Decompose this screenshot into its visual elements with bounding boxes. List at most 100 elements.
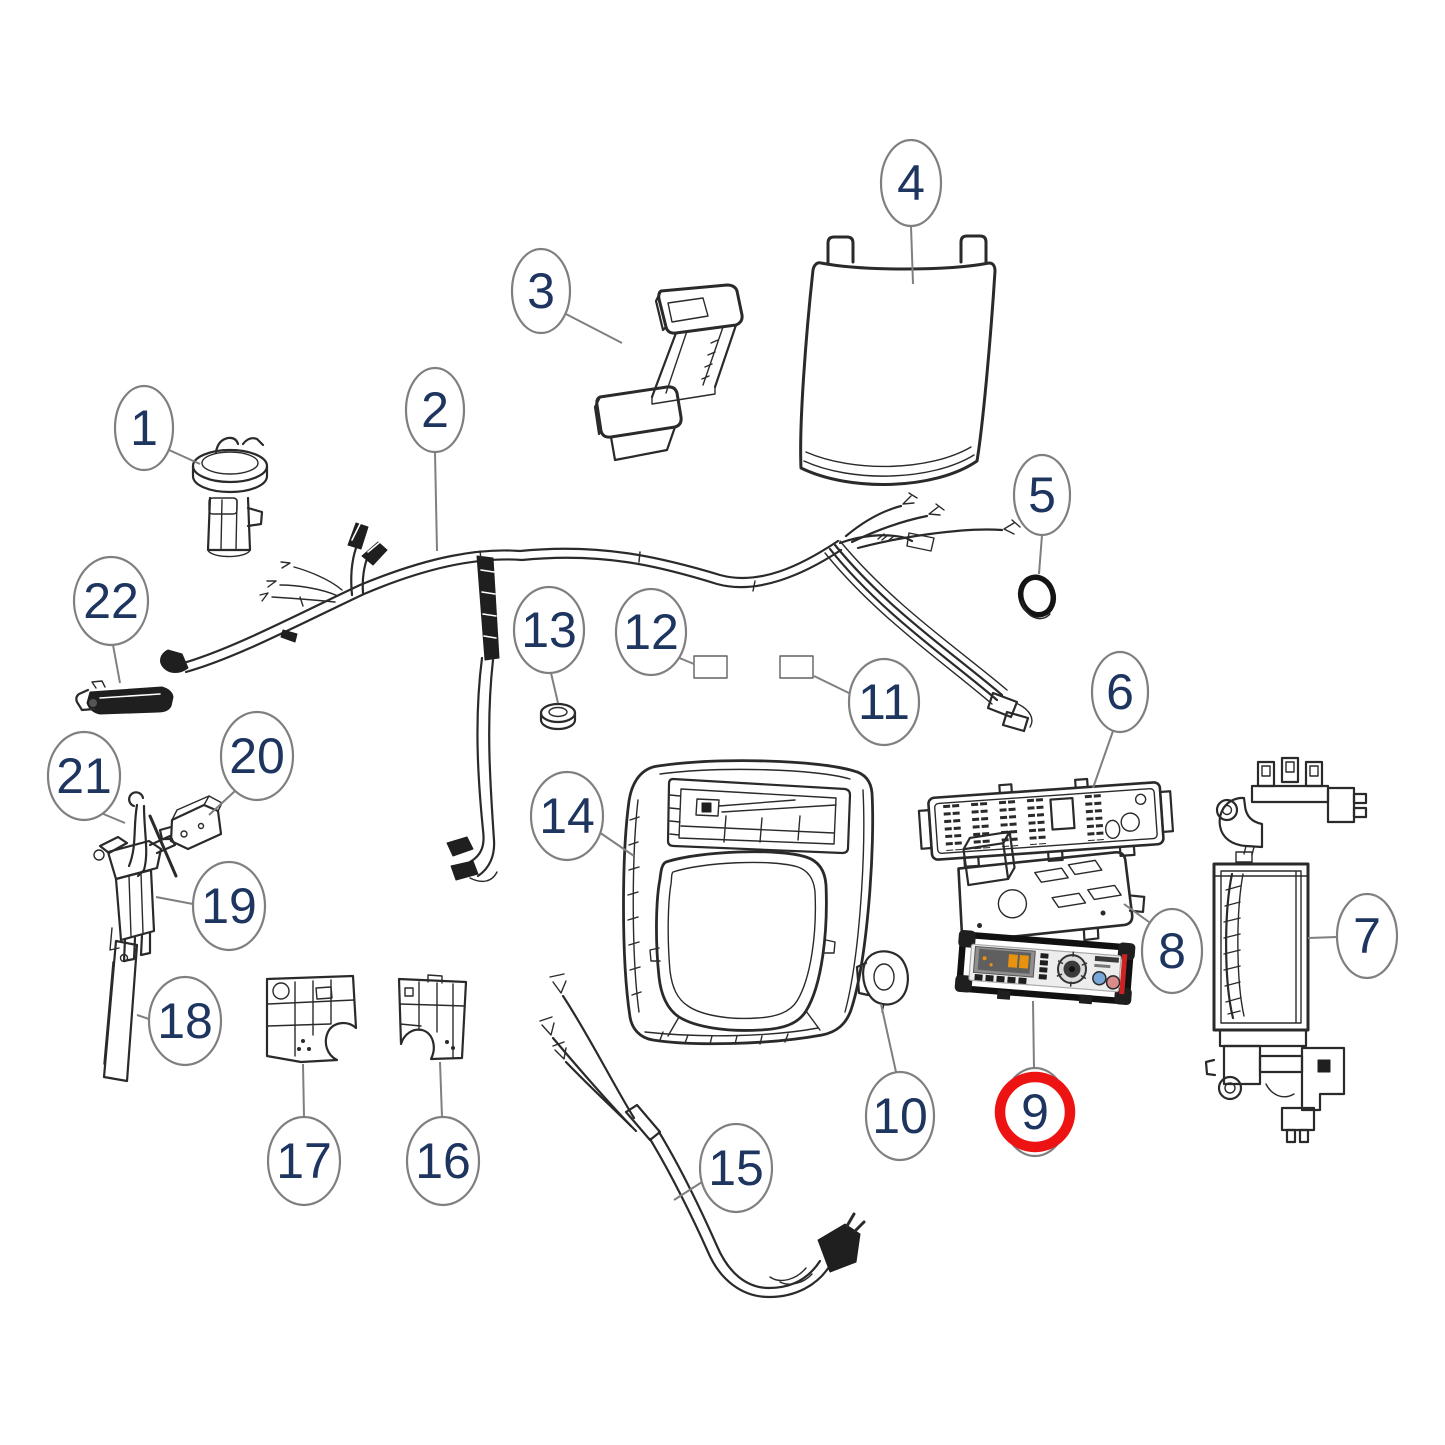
panel-led-digit	[1007, 954, 1018, 968]
leader-line-22	[112, 644, 121, 684]
callout-1-number: 1	[130, 400, 158, 456]
callout-20-bubble	[219, 710, 295, 802]
leader-lines	[100, 225, 1338, 1201]
callout-6-number: 6	[1106, 664, 1134, 720]
part-14-illustration	[622, 759, 875, 1046]
panel-button-red	[1105, 975, 1121, 990]
callout-13-bubble	[512, 585, 586, 675]
callout-20: 20	[219, 710, 295, 802]
callout-3: 3	[510, 247, 572, 335]
callout-2: 2	[404, 366, 466, 454]
leader-line-9	[1032, 1000, 1035, 1070]
callout-7: 7	[1335, 892, 1399, 980]
leader-line-17	[302, 1063, 305, 1118]
leader-line-21	[100, 812, 126, 824]
leader-line-2	[434, 451, 438, 552]
callout-8: 8	[1140, 907, 1204, 995]
callout-5: 5	[1012, 453, 1072, 537]
callout-8-bubble	[1140, 907, 1204, 995]
callout-7-bubble	[1335, 892, 1399, 980]
part-15-illustration	[539, 973, 866, 1299]
callout-11-number: 11	[858, 674, 910, 730]
callout-11-bubble	[847, 657, 921, 747]
part-3-illustration	[593, 283, 744, 462]
callout-21: 21	[46, 730, 122, 822]
callout-18-bubble	[147, 975, 223, 1067]
callout-15-number: 15	[708, 1140, 764, 1196]
leader-line-1	[168, 449, 201, 465]
leader-line-5	[1038, 534, 1043, 575]
part-20-illustration	[158, 795, 223, 851]
callout-14: 14	[529, 770, 605, 862]
callout-3-bubble	[510, 247, 572, 335]
callout-8-number: 8	[1158, 923, 1186, 979]
callout-4: 4	[879, 138, 943, 228]
callout-19: 19	[191, 860, 267, 952]
callout-18-number: 18	[157, 993, 213, 1049]
callout-18: 18	[147, 975, 223, 1067]
callout-1-bubble	[113, 384, 175, 472]
part-16-illustration	[397, 974, 468, 1061]
part-2-illustration	[160, 492, 1033, 883]
callout-4-bubble	[879, 138, 943, 228]
callout-3-number: 3	[527, 263, 555, 319]
callout-16-number: 16	[415, 1133, 471, 1189]
callout-5-bubble	[1012, 453, 1072, 537]
part-21-illustration	[127, 791, 178, 878]
panel-button-blue	[1092, 971, 1107, 986]
panel-led-digit	[1018, 954, 1029, 969]
callout-10-bubble	[864, 1070, 936, 1162]
part-17-illustration	[265, 974, 358, 1064]
leader-line-7	[1307, 936, 1338, 939]
part-22-illustration	[75, 680, 174, 715]
callout-14-number: 14	[539, 788, 595, 844]
leader-line-14	[598, 831, 635, 857]
callout-9-number: 9	[1021, 1084, 1049, 1140]
callout-20-number: 20	[229, 728, 285, 784]
part-9-illustration	[954, 929, 1136, 1006]
callout-21-number: 21	[56, 748, 112, 804]
leader-line-6	[1092, 730, 1114, 789]
part-6-illustration	[917, 777, 1175, 868]
callout-16-bubble	[405, 1115, 481, 1207]
callout-15-bubble	[698, 1122, 774, 1214]
part-7-illustration	[1204, 756, 1368, 1144]
callout-2-number: 2	[421, 382, 449, 438]
part-11-rectangle	[779, 655, 814, 679]
leader-line-15	[673, 1181, 703, 1201]
highlight-ring	[994, 1071, 1076, 1153]
leader-line-19	[155, 896, 194, 905]
callout-17-bubble	[266, 1115, 342, 1207]
callout-12: 12	[614, 587, 688, 677]
leader-line-11	[813, 675, 852, 695]
callout-6-bubble	[1090, 650, 1150, 734]
callout-9-highlighted: 9	[994, 1066, 1076, 1158]
callout-4-number: 4	[897, 155, 925, 211]
callout-17: 17	[266, 1115, 342, 1207]
callout-12-bubble	[614, 587, 688, 677]
part-4-illustration	[799, 234, 997, 486]
callout-21-bubble	[46, 730, 122, 822]
leader-line-16	[439, 1061, 443, 1118]
part-8-illustration	[957, 830, 1146, 952]
leader-line-13	[550, 672, 559, 704]
callout-16: 16	[405, 1115, 481, 1207]
part-13-illustration	[539, 702, 577, 731]
callout-19-bubble	[191, 860, 267, 952]
callout-10-number: 10	[872, 1088, 928, 1144]
part-1-illustration	[191, 436, 269, 558]
leader-line-8	[1123, 903, 1150, 923]
leader-line-4	[910, 225, 914, 285]
callout-12-number: 12	[623, 604, 679, 660]
callout-11: 11	[847, 657, 921, 747]
callout-7-number: 7	[1353, 908, 1381, 964]
callout-14-bubble	[529, 770, 605, 862]
leader-line-18	[136, 1014, 150, 1020]
callout-6: 6	[1090, 650, 1150, 734]
leader-line-10	[880, 1003, 897, 1073]
panel-red-stripe	[1119, 954, 1128, 995]
callout-15: 15	[698, 1122, 774, 1214]
leader-line-3	[563, 312, 623, 344]
